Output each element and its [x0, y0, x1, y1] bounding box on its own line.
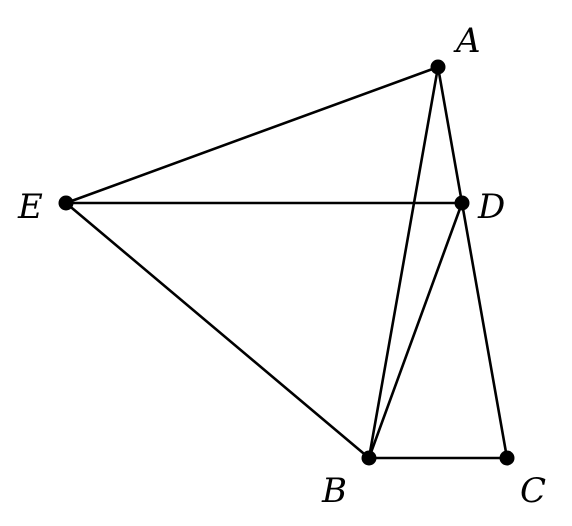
label-D: D [477, 187, 505, 227]
segments-group [64, 65, 509, 460]
point-B [361, 450, 377, 466]
segment-BD [367, 201, 464, 460]
points-group [58, 59, 515, 466]
segment-AB [367, 65, 440, 460]
label-E: E [17, 187, 43, 227]
label-A: A [453, 21, 481, 61]
segment-EA [64, 65, 440, 205]
label-C: C [520, 471, 546, 511]
point-D [454, 195, 470, 211]
point-A [430, 59, 446, 75]
labels-group: A B C D E [17, 21, 546, 511]
segment-AD [436, 65, 464, 205]
point-C [499, 450, 515, 466]
label-B: B [321, 471, 347, 511]
point-E [58, 195, 74, 211]
segment-EB [64, 201, 371, 460]
segment-DC [460, 201, 509, 460]
